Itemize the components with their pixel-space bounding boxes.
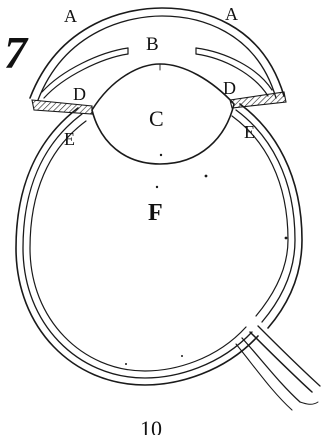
label-cornea-left: A bbox=[64, 6, 77, 26]
eyeball-coats bbox=[16, 104, 302, 385]
ink-speck bbox=[125, 363, 127, 365]
ink-speck bbox=[205, 175, 208, 178]
label-vitreous-humor: F bbox=[148, 200, 163, 226]
optic-nerve bbox=[236, 326, 320, 410]
figure-number: 7 bbox=[4, 27, 29, 78]
page-number: 10 bbox=[140, 416, 162, 435]
label-aqueous-humor: B bbox=[146, 34, 159, 55]
label-ciliary-right: E bbox=[244, 122, 255, 142]
ink-speck bbox=[156, 186, 158, 188]
label-crystalline-lens: C bbox=[149, 106, 164, 131]
ink-speck bbox=[285, 237, 288, 240]
ink-speck bbox=[181, 355, 183, 357]
label-iris-right: D bbox=[223, 78, 236, 98]
lens-pole-bottom bbox=[160, 154, 162, 156]
label-ciliary-left: E bbox=[64, 129, 75, 149]
label-iris-left: D bbox=[73, 84, 86, 104]
label-cornea-right: A bbox=[225, 4, 238, 24]
